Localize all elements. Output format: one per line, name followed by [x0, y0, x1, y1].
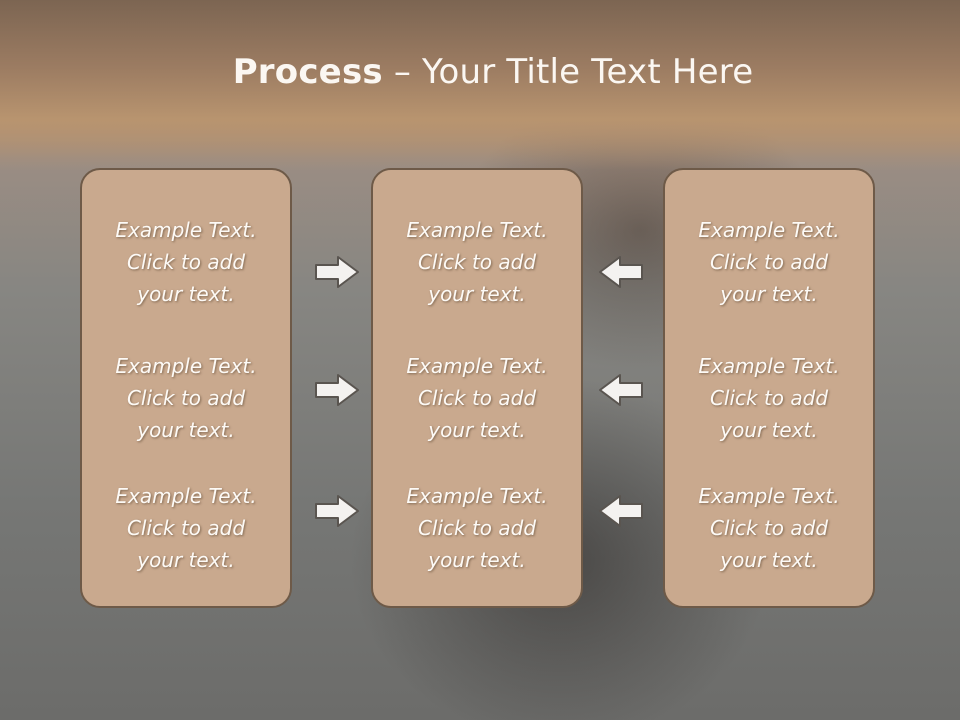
box-text[interactable]: Example Text. Click to add your text. — [406, 354, 548, 442]
title-rest: – Your Title Text Here — [382, 52, 754, 92]
box-text[interactable]: Example Text. Click to add your text. — [698, 354, 840, 442]
process-box-right[interactable]: Example Text. Click to add your text. Ex… — [663, 168, 875, 608]
box-text[interactable]: Example Text. Click to add your text. — [698, 218, 840, 306]
process-box-middle[interactable]: Example Text. Click to add your text. Ex… — [371, 168, 583, 608]
slide-title[interactable]: Process – Your Title Text Here — [0, 52, 960, 92]
left-arrow-icon — [599, 374, 643, 406]
box-text[interactable]: Example Text. Click to add your text. — [406, 218, 548, 306]
box-text[interactable]: Example Text. Click to add your text. — [115, 354, 257, 442]
title-bold: Process — [232, 52, 383, 92]
right-arrow-icon — [315, 256, 359, 288]
process-box-left[interactable]: Example Text. Click to add your text. Ex… — [80, 168, 292, 608]
right-arrow-icon — [315, 374, 359, 406]
box-text[interactable]: Example Text. Click to add your text. — [115, 484, 257, 572]
box-text[interactable]: Example Text. Click to add your text. — [406, 484, 548, 572]
right-arrow-icon — [315, 495, 359, 527]
box-text[interactable]: Example Text. Click to add your text. — [698, 484, 840, 572]
left-arrow-icon — [599, 495, 643, 527]
box-text[interactable]: Example Text. Click to add your text. — [115, 218, 257, 306]
left-arrow-icon — [599, 256, 643, 288]
header-band — [0, 0, 960, 170]
